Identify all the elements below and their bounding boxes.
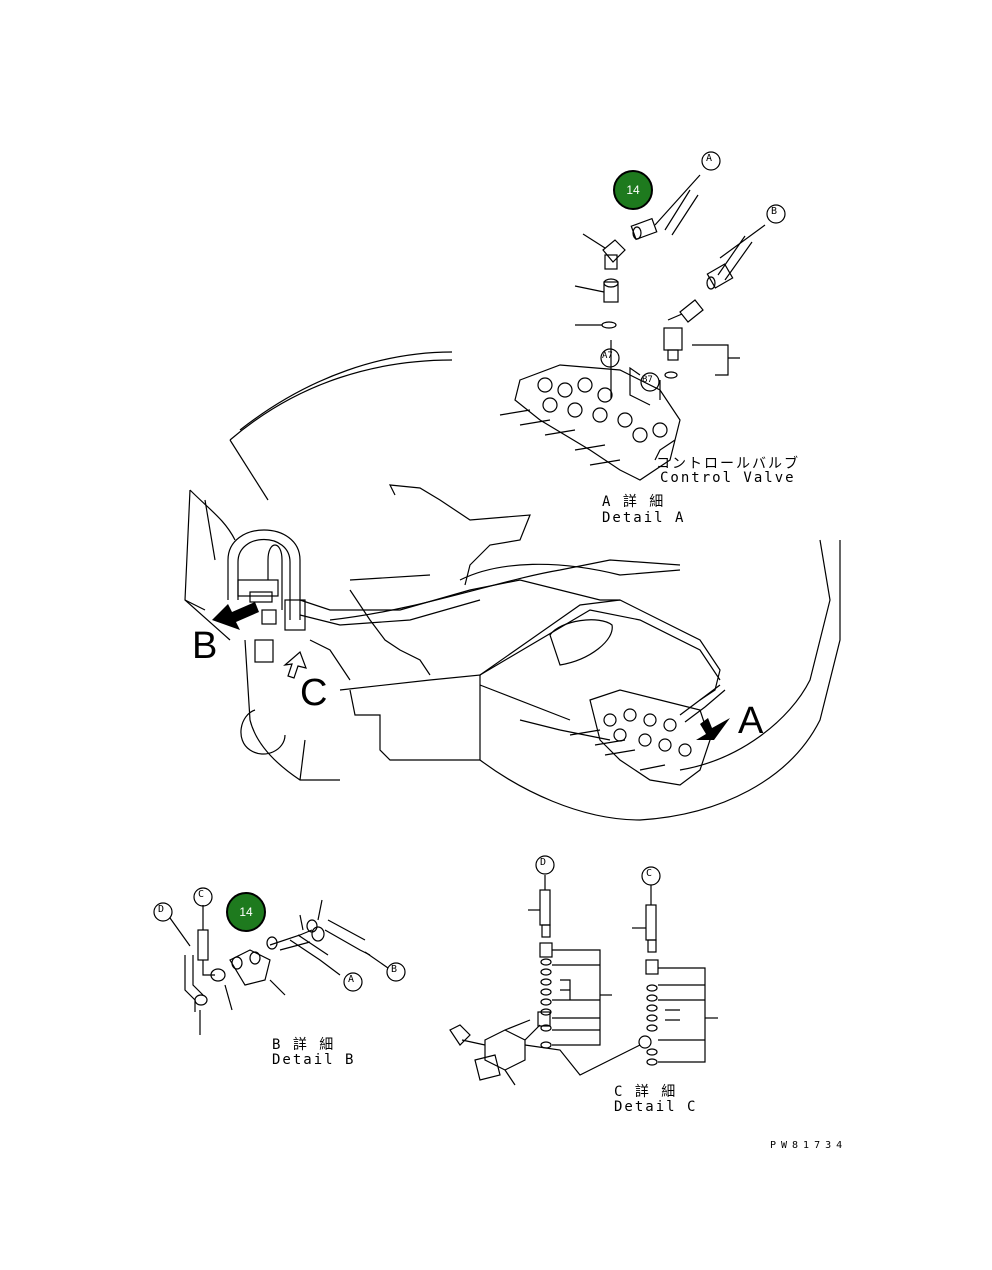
connector-c-c: C [646, 868, 653, 879]
part-14-callout[interactable]: 14 [613, 170, 653, 210]
hose-loop-b [227, 529, 620, 681]
connector-a-top: A [706, 153, 713, 164]
detail-a-jp-valve: コントロールバルブ [656, 456, 800, 472]
view-letter-a: A [738, 700, 764, 742]
detail-a-en: Detail A [602, 510, 686, 526]
detail-a-parts [499, 174, 766, 481]
arrow-b [212, 602, 259, 630]
view-letter-c: C [300, 672, 328, 714]
detail-c-parts [449, 875, 718, 1086]
detail-c-en: Detail C [614, 1099, 698, 1115]
detail-b-en: Detail B [272, 1052, 356, 1068]
connector-b7: B7 [642, 375, 653, 385]
connector-a-b: A [348, 974, 355, 985]
detail-b-jp: B 詳 細 [272, 1037, 336, 1053]
connector-a7: A7 [602, 351, 613, 361]
arrow-a [696, 718, 730, 740]
connector-rings [153, 151, 786, 992]
detail-c-jp: C 詳 細 [614, 1084, 678, 1100]
machine-body [184, 351, 841, 821]
detail-a-jp: A 詳 細 [602, 494, 666, 510]
connector-b-b: B [391, 964, 398, 975]
detail-a-en-valve: Control Valve [660, 470, 796, 486]
arrow-c [283, 650, 307, 679]
part-14-callout-b[interactable]: 14 [226, 892, 266, 932]
control-valve-main [569, 684, 726, 786]
detail-b-parts [169, 899, 389, 1035]
connector-d-c: D [540, 857, 547, 868]
connector-b-top: B [771, 206, 778, 217]
connector-c-b: C [198, 889, 205, 900]
view-letter-b: B [192, 625, 218, 667]
drawing-number: PW81734 [770, 1140, 848, 1151]
connector-d-b: D [158, 904, 165, 915]
